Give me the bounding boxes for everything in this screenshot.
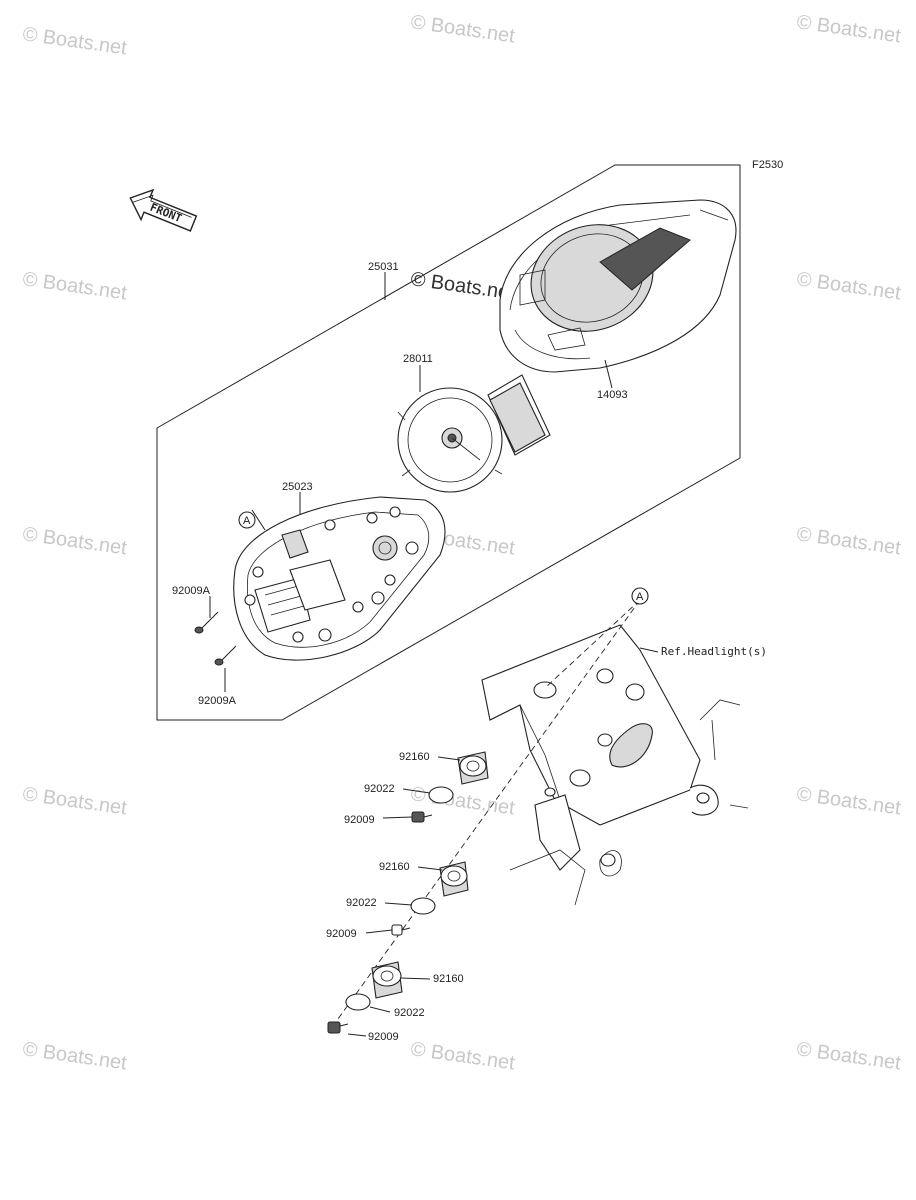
watermark: © Boats.net bbox=[21, 268, 128, 304]
watermark: © Boats.net bbox=[409, 783, 516, 819]
leader-lines bbox=[209, 272, 659, 1037]
label-28011: 28011 bbox=[403, 353, 433, 365]
watermark: © Boats.net bbox=[795, 268, 902, 304]
front-arrow: FRONT bbox=[129, 188, 198, 232]
label-92160-1: 92160 bbox=[399, 751, 430, 763]
callout-letter: A bbox=[636, 591, 644, 603]
label-14093: 14093 bbox=[597, 389, 628, 401]
label-92009-1: 92009 bbox=[344, 814, 375, 826]
washer-92022-2 bbox=[410, 897, 436, 915]
assembly-boundary bbox=[156, 164, 741, 721]
watermark: © Boats.net bbox=[795, 1038, 902, 1074]
label-92009a-upper: 92009A bbox=[172, 585, 211, 597]
meter-case-lower bbox=[233, 496, 446, 661]
label-92022-1: 92022 bbox=[364, 783, 395, 795]
callout-a-case: A bbox=[238, 511, 256, 529]
washer-92022-3 bbox=[345, 993, 371, 1011]
watermark: © Boats.net bbox=[795, 783, 902, 819]
headlight-bracket bbox=[481, 624, 749, 906]
screw-92009a-upper bbox=[194, 611, 219, 634]
watermark: © Boats.net bbox=[795, 523, 902, 559]
watermark: © Boats.net bbox=[21, 1038, 128, 1074]
alignment-line bbox=[329, 599, 641, 1031]
damper-92160-2 bbox=[439, 861, 469, 897]
watermark: © Boats.net bbox=[21, 523, 128, 559]
damper-92160-3 bbox=[371, 961, 403, 999]
label-92009-3: 92009 bbox=[368, 1031, 399, 1043]
label-92160-2: 92160 bbox=[379, 861, 410, 873]
label-92022-2: 92022 bbox=[346, 897, 377, 909]
watermark: © Boats.net bbox=[409, 1038, 516, 1074]
meter-case-cover bbox=[499, 199, 737, 373]
dial-speedometer bbox=[397, 374, 551, 493]
watermark: © Boats.net bbox=[795, 11, 902, 47]
damper-92160-1 bbox=[457, 751, 489, 785]
screw-92009-2 bbox=[391, 924, 411, 936]
alignment-line-to-bracket bbox=[544, 599, 641, 689]
diagram-code: F2530 bbox=[752, 159, 783, 171]
label-ref-headlight: Ref.Headlight(s) bbox=[661, 645, 767, 658]
watermark: © Boats.net bbox=[409, 11, 516, 47]
watermark: © Boats.net bbox=[21, 23, 128, 59]
label-25023: 25023 bbox=[282, 481, 313, 493]
label-25031: 25031 bbox=[368, 261, 399, 273]
label-92009a-lower: 92009A bbox=[198, 695, 237, 707]
washer-92022-1 bbox=[428, 786, 454, 804]
watermark: © Boats.net bbox=[21, 783, 128, 819]
callout-letter: A bbox=[243, 515, 251, 527]
screw-92009-3 bbox=[327, 1021, 349, 1034]
label-92160-3: 92160 bbox=[433, 973, 464, 985]
screw-92009-1 bbox=[411, 811, 433, 823]
label-92009-2: 92009 bbox=[326, 928, 357, 940]
callout-a-bracket: A bbox=[631, 587, 649, 605]
label-92022-3: 92022 bbox=[394, 1007, 425, 1019]
screw-92009a-lower bbox=[214, 645, 237, 666]
